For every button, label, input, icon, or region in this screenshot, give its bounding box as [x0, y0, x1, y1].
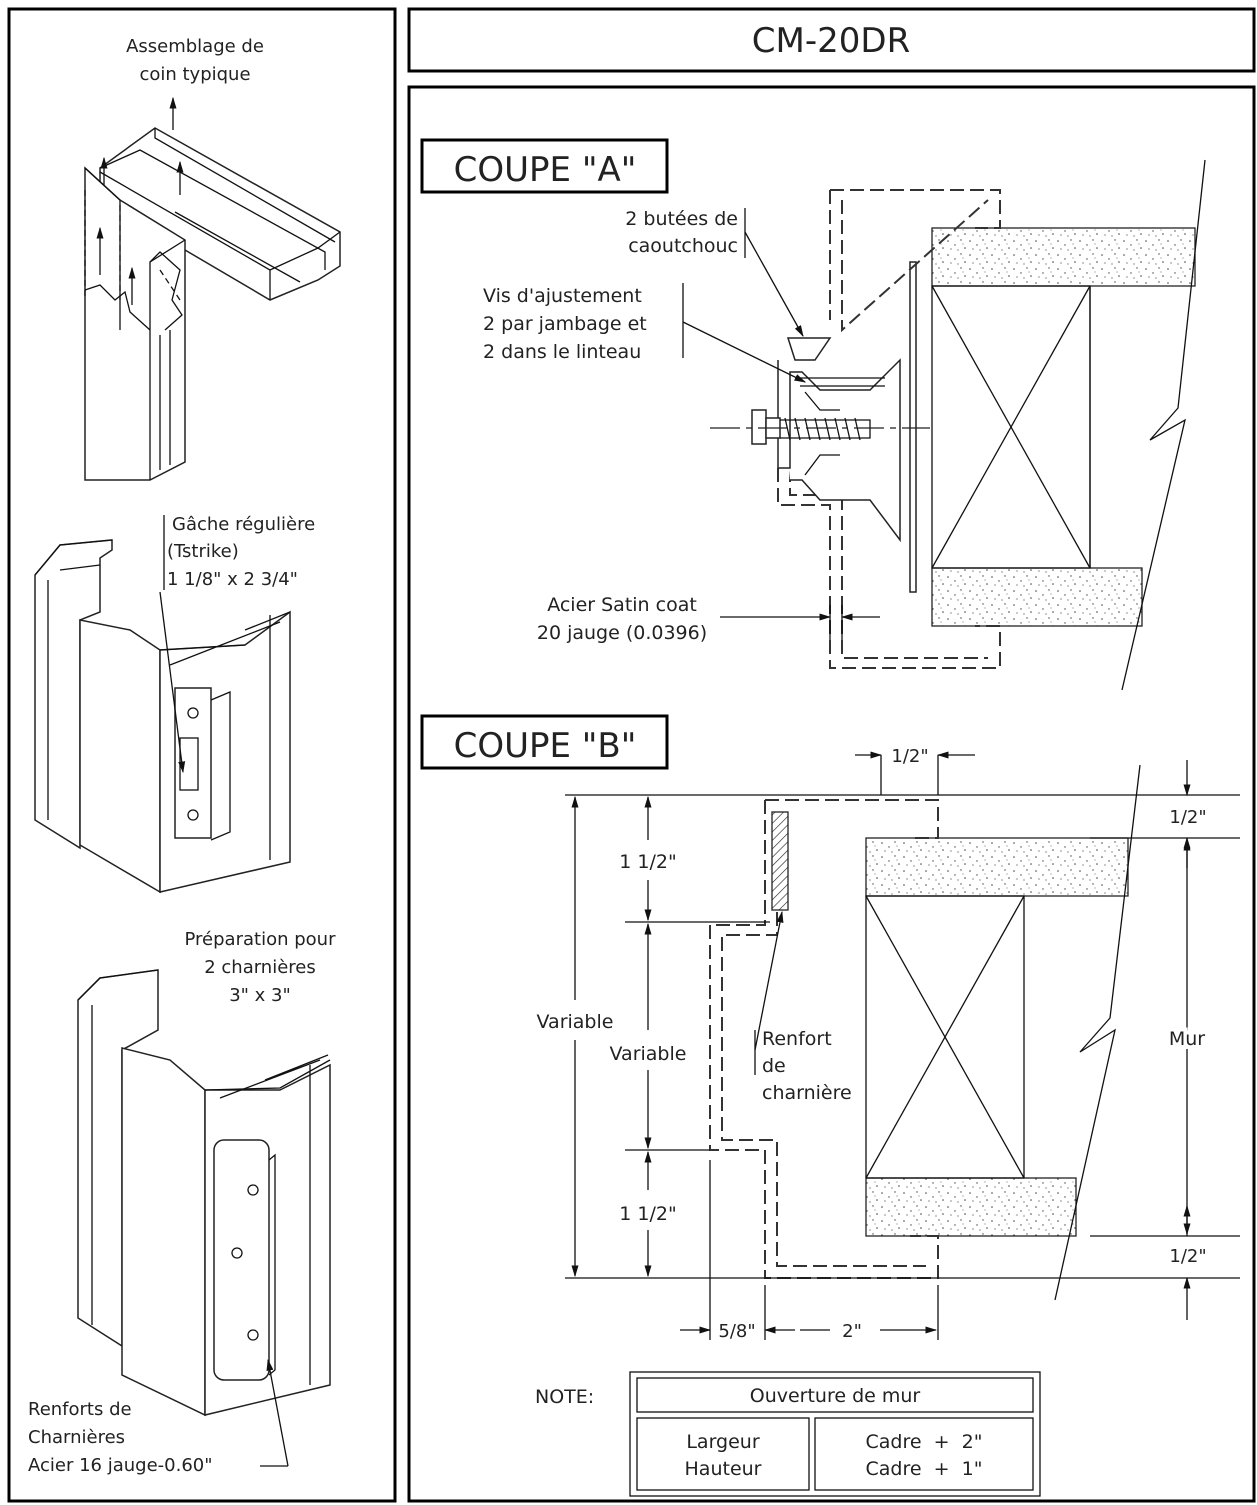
note-header: Ouverture de mur: [750, 1385, 921, 1407]
main-panel-border: [407, 85, 1256, 1503]
section-b-heading: COUPE "B": [454, 726, 637, 766]
strike-label-1: Gâche régulière: [172, 514, 315, 535]
corner-assembly-label-1: Assemblage de: [126, 36, 264, 57]
dim-variable-inner: Variable: [610, 1043, 687, 1065]
reinforcement-label-2: de: [762, 1055, 786, 1077]
strike-label-2: (Tstrike): [167, 541, 239, 562]
section-a-heading-box: [420, 138, 669, 194]
title-box: [407, 7, 1256, 73]
screws-arrow: [682, 321, 807, 383]
page-title: CM-20DR: [752, 21, 910, 61]
dim-wall: Mur: [1169, 1028, 1205, 1050]
dim-lower-1-1-2: 1 1/2": [619, 1203, 676, 1225]
bumpers-label-1: 2 butées de: [625, 208, 738, 230]
hinge-prep-label-1: Préparation pour: [185, 929, 337, 950]
strike-label-3: 1 1/8" x 2 3/4": [167, 569, 298, 590]
section-b-heading-box: [420, 714, 669, 770]
section-b-drawing: [565, 751, 1240, 1340]
hinge-reinforcement-label-3: Acier 16 jauge-0.60": [28, 1455, 213, 1476]
note-row-height-label: Hauteur: [685, 1458, 762, 1480]
left-panel-border: [7, 7, 397, 1503]
section-a-drawing: [710, 159, 1206, 691]
dim-upper-1-1-2: 1 1/2": [619, 851, 676, 873]
bumpers-arrow: [744, 231, 804, 338]
screws-label-1: Vis d'ajustement: [483, 285, 642, 307]
steel-label-2: 20 jauge (0.0396): [537, 622, 707, 644]
dim-top-half-inch: 1/2": [891, 746, 928, 767]
note-row-width-label: Largeur: [686, 1431, 759, 1453]
hinge-prep-label-3: 3" x 3": [229, 985, 291, 1006]
note-label: NOTE:: [535, 1386, 594, 1408]
dim-right-bottom-half-inch: 1/2": [1169, 1246, 1206, 1267]
bumpers-label-2: caoutchouc: [628, 235, 738, 257]
dim-bottom-two-inch: 2": [842, 1321, 862, 1342]
note-row-height-value: Cadre + 1": [866, 1458, 983, 1480]
hinge-prep-illustration: Préparation pour 2 charnières 3" x 3": [77, 929, 337, 1417]
dim-variable-outer: Variable: [537, 1011, 614, 1033]
hinge-reinforcement-arrow: [266, 1358, 289, 1467]
section-a-heading: COUPE "A": [454, 150, 637, 190]
hinge-prep-label-2: 2 charnières: [204, 957, 316, 978]
steel-label-1: Acier Satin coat: [547, 594, 697, 616]
dim-bottom-five-eighths: 5/8": [718, 1321, 755, 1342]
note-table: [629, 1371, 1041, 1497]
corner-assembly-label-2: coin typique: [139, 64, 250, 85]
reinforcement-label-1: Renfort: [762, 1028, 832, 1050]
corner-assembly-illustration: Assemblage de coin typique: [84, 36, 341, 481]
reinforcement-label-3: charnière: [762, 1082, 852, 1104]
note-row-width-value: Cadre + 2": [866, 1431, 983, 1453]
dim-right-top-half-inch: 1/2": [1169, 807, 1206, 828]
hinge-reinforcement-label-1: Renforts de: [28, 1399, 132, 1420]
screws-label-2: 2 par jambage et: [483, 313, 647, 335]
screws-label-3: 2 dans le linteau: [483, 341, 641, 363]
strike-illustration: Gâche régulière (Tstrike) 1 1/8" x 2 3/4…: [34, 514, 315, 894]
hinge-reinforcement-label-2: Charnières: [28, 1427, 125, 1448]
